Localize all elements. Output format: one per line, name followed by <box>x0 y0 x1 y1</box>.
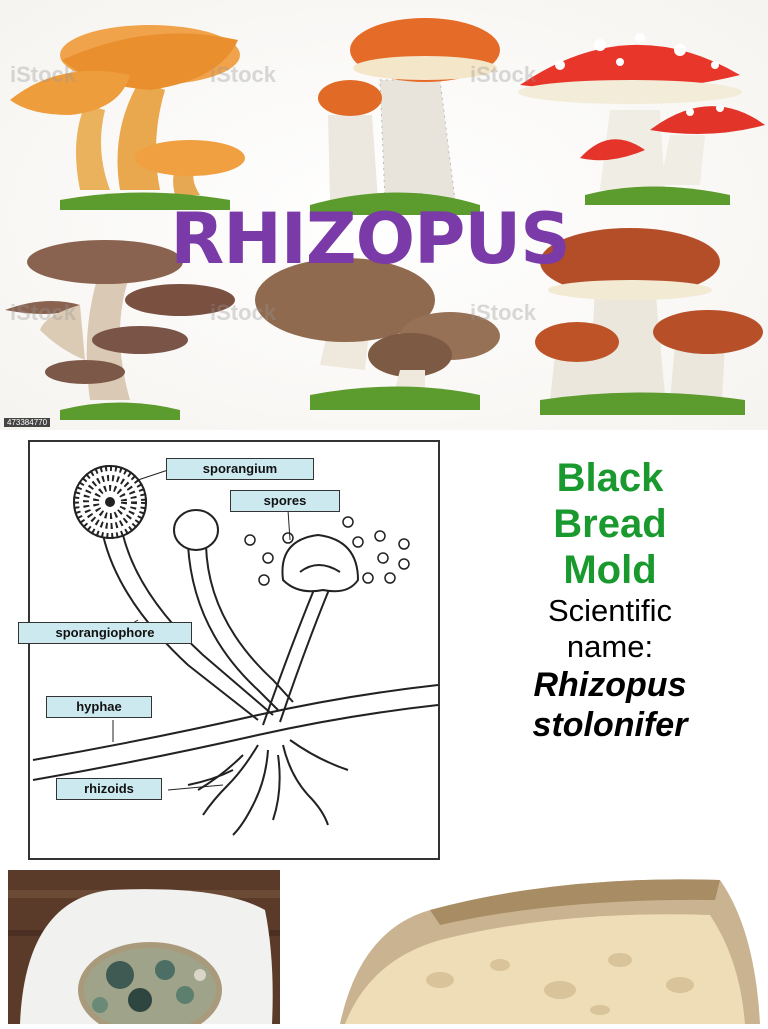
scientific-label-line: Scientific <box>547 593 673 628</box>
mushroom-illustration: iStock iStock iStock iStock iStock iStoc… <box>0 0 768 430</box>
label-hyphae: hyphae <box>46 696 152 718</box>
oyster-mushrooms <box>5 240 235 420</box>
mushroom-art <box>0 0 768 430</box>
caption-block: Black Bread Mold Scientific name: Rhizop… <box>480 455 740 775</box>
scientific-name-line: Rhizopus <box>533 666 687 704</box>
champignon-mushrooms <box>255 258 500 410</box>
bolete-mushrooms <box>310 18 500 215</box>
label-spores: spores <box>230 490 340 512</box>
common-name-line: Bread <box>553 502 667 546</box>
chanterelle-mushrooms <box>10 25 245 210</box>
watermark-text: iStock <box>210 62 277 87</box>
label-rhizoids: rhizoids <box>56 778 162 800</box>
scientific-label-line: name: <box>566 629 654 664</box>
photos <box>8 870 768 1029</box>
photo-strip <box>0 870 768 1029</box>
scientific-name-line: stolonifer <box>532 706 688 744</box>
watermark-text: iStock <box>10 300 77 325</box>
bread-loaf-photo <box>280 870 768 1024</box>
watermark-text: iStock <box>470 300 537 325</box>
watermark-text: iStock <box>10 62 77 87</box>
watermark-text: iStock <box>470 62 537 87</box>
watermark-text: iStock <box>210 300 277 325</box>
common-name-line: Mold <box>563 548 657 592</box>
fly-agaric-mushrooms <box>518 33 765 205</box>
label-sporangium: sporangium <box>166 458 314 480</box>
rhizopus-diagram: sporangium spores sporangiophore hyphae … <box>18 440 440 860</box>
page-title: RHIZOPUS <box>170 198 570 280</box>
moldy-bread-photo <box>8 870 280 1029</box>
common-name-line: Black <box>556 456 664 500</box>
stock-id: 473384770 <box>4 418 51 427</box>
label-sporangiophore: sporangiophore <box>18 622 192 644</box>
porcini-mushrooms <box>535 228 763 415</box>
